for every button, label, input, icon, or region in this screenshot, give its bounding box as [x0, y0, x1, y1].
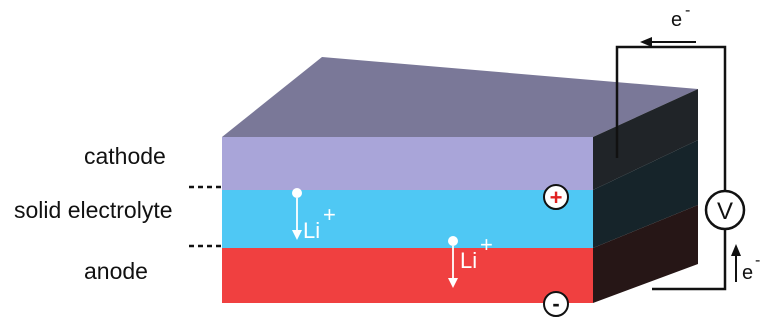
cathode-side-face [593, 89, 698, 190]
positive-terminal: + [543, 184, 569, 210]
li-symbol: Li [460, 248, 477, 273]
down-arrow-icon [448, 278, 458, 288]
solid-electrolyte-label: solid electrolyte [14, 197, 173, 223]
up-arrow-icon [731, 244, 741, 256]
plus-sign: + [550, 185, 563, 210]
electron-charge: - [755, 252, 760, 269]
ion-dot [292, 188, 302, 198]
left-arrow-icon [640, 37, 652, 47]
battery-block [222, 57, 698, 303]
voltmeter: V [704, 189, 746, 231]
terminal-circle [543, 291, 569, 317]
electron-symbol: e [671, 9, 682, 31]
li-charge: + [323, 202, 336, 227]
electron-flow-right: e - [731, 244, 760, 284]
electron-flow-top: e - [640, 2, 696, 47]
electrolyte-layer [222, 190, 593, 248]
cathode-label: cathode [84, 143, 166, 169]
li-ion-upper: Li + [292, 188, 336, 243]
minus-sign: - [552, 291, 559, 316]
li-ion-lower: Li + [448, 232, 493, 288]
terminal-circle [543, 184, 569, 210]
voltmeter-circle [704, 189, 746, 231]
cathode-top-face [222, 57, 698, 137]
cathode-layer [222, 137, 593, 190]
down-arrow-icon [292, 230, 302, 240]
electrolyte-side-face [593, 140, 698, 248]
electron-charge: - [685, 2, 690, 19]
negative-terminal: - [543, 291, 569, 317]
ion-dot [448, 236, 458, 246]
anode-layer [222, 248, 593, 303]
anode-side-face [593, 205, 698, 303]
li-symbol: Li [303, 218, 320, 243]
circuit-wire [615, 45, 727, 191]
li-charge: + [480, 232, 493, 257]
electron-symbol: e [742, 262, 753, 284]
voltmeter-label: V [717, 198, 733, 225]
anode-label: anode [84, 258, 148, 284]
circuit-wire-lower [652, 229, 727, 291]
